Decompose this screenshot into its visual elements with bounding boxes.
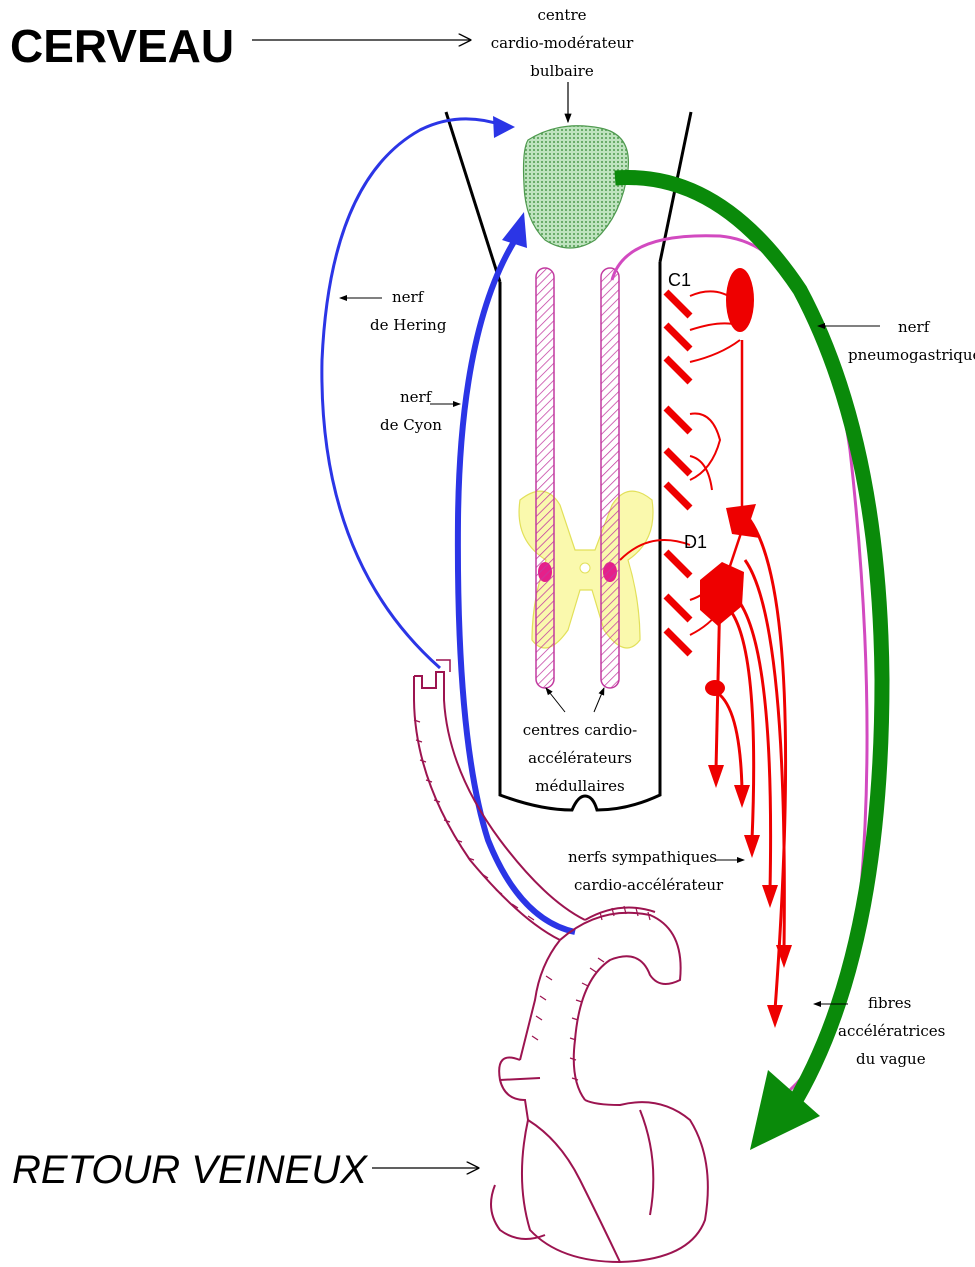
label-cyon-1: nerf (400, 388, 433, 406)
label-medul-1: centres cardio- (523, 721, 638, 739)
label-sympa-2: cardio-accélérateur (574, 876, 724, 894)
label-medul-2: accélérateurs (528, 749, 632, 767)
segment-d1-label: D1 (684, 532, 707, 552)
label-centre-3: bulbaire (530, 62, 594, 80)
title-cerveau: CERVEAU (10, 20, 234, 72)
label-fibres-1: fibres (868, 994, 911, 1012)
segment-c1-label: C1 (668, 270, 691, 290)
label-centre-1: centre (537, 6, 586, 24)
medullary-column-right (601, 268, 619, 688)
medullary-column-left (536, 268, 554, 688)
bulbar-cardio-moderator-centre (524, 126, 629, 248)
aorta-ticks (532, 906, 650, 1080)
label-centre-2: cardio-modérateur (491, 34, 634, 52)
label-hering-1: nerf (392, 288, 425, 306)
label-hering-2: de Hering (370, 316, 447, 334)
hering-arrowhead (493, 116, 515, 138)
label-pneumo-2: pneumogastrique (848, 346, 975, 364)
heart (491, 908, 708, 1263)
central-canal (580, 563, 590, 573)
cyon-arrowhead (502, 212, 527, 248)
sympathetic-arrowheads (708, 765, 792, 1028)
label-fibres-3: du vague (856, 1050, 926, 1068)
label-cyon-2: de Cyon (380, 416, 442, 434)
label-pneumo-1: nerf (898, 318, 931, 336)
label-fibres-2: accélératrices (838, 1022, 945, 1040)
medul-pointer-left (546, 688, 565, 712)
title-retour-veineux: RETOUR VEINEUX (12, 1148, 368, 1192)
medul-pointer-right (594, 688, 604, 712)
sympathetic-chain (620, 291, 786, 1010)
label-sympa-1: nerfs sympathiques (568, 848, 717, 866)
label-medul-3: médullaires (535, 777, 624, 795)
